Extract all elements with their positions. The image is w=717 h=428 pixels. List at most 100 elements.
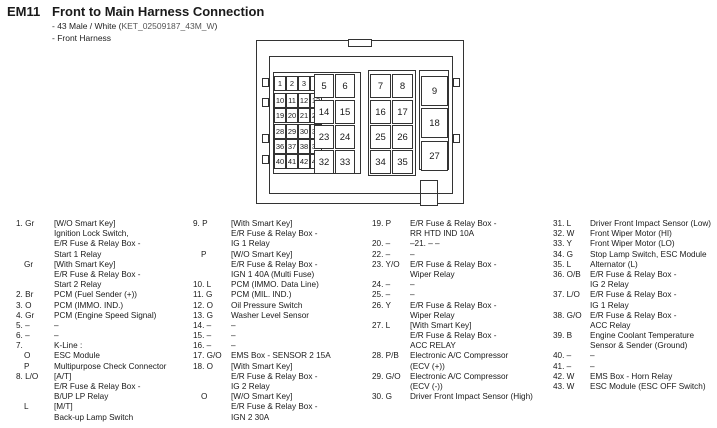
connector-pin-8: 8	[392, 74, 413, 98]
pin-description: Stop Lamp Switch, ESC Module	[590, 249, 707, 259]
pin-description: (ECV (+))	[410, 361, 445, 371]
pin-description: ACC Relay	[590, 320, 631, 330]
pin-number-wire-color: 29. G/O	[372, 371, 401, 381]
pin-description: –	[54, 320, 59, 330]
pin-description: Back-up Lamp Switch	[54, 412, 134, 422]
connector-pin-35: 35	[392, 150, 413, 174]
connector-pin-26: 26	[392, 125, 413, 149]
pin-description: [With Smart Key]	[231, 219, 293, 228]
pin-description: PCM (MIL. IND.)	[231, 290, 292, 300]
pin-description: –	[410, 280, 415, 290]
connector-pin-29: 29	[286, 124, 298, 139]
pin-description: (ECV (-))	[410, 382, 443, 391]
pin-description: Washer Level Sensor	[231, 310, 309, 320]
pin-description: E/R Fuse & Relay Box -	[590, 310, 677, 320]
pin-number-wire-color: O	[24, 351, 31, 361]
pin-description: IG 1 Relay	[590, 300, 629, 310]
harness-name: - Front Harness	[52, 33, 112, 43]
pin-description: PCM (Engine Speed Signal)	[54, 310, 157, 320]
pin-number-wire-color: 14. –	[193, 320, 212, 330]
connector-pin-37: 37	[286, 139, 298, 154]
pin-description: [With Smart Key]	[54, 259, 116, 269]
pin-number-wire-color: 6. –	[16, 331, 30, 341]
pin-number-wire-color: 35. L	[553, 259, 572, 269]
pin-number-wire-color: 2. Br	[16, 290, 34, 300]
pin-description: –	[231, 320, 236, 330]
connector-pin-14: 14	[314, 100, 334, 124]
pin-description: E/R Fuse & Relay Box -	[410, 331, 497, 341]
pin-number-wire-color: 17. G/O	[193, 351, 222, 361]
pin-number-wire-color: 28. P/B	[372, 351, 399, 361]
pin-description: Driver Front Impact Sensor (Low)	[590, 219, 712, 228]
pin-description: –	[231, 331, 236, 341]
pin-number-wire-color: 40. –	[553, 351, 572, 361]
pin-description: –21. – –	[410, 239, 440, 249]
pin-description: RR HTD IND 10A	[410, 229, 475, 239]
pin-description: E/R Fuse & Relay Box -	[590, 269, 677, 279]
connector-key	[453, 134, 460, 143]
pin-description: Oil Pressure Switch	[231, 300, 303, 310]
pin-number-wire-color: 9. P	[193, 219, 208, 228]
connector-pin-19: 19	[274, 108, 286, 123]
connector-pin-42: 42	[298, 154, 310, 169]
connector-key	[262, 78, 269, 87]
pin-description: E/R Fuse & Relay Box -	[231, 259, 318, 269]
pin-group-right	[368, 70, 416, 176]
pin-description: [With Smart Key]	[231, 361, 293, 371]
connector-pin-16: 16	[370, 100, 391, 124]
pin-description: Electronic A/C Compressor	[410, 371, 509, 381]
pin-number-wire-color: 33. Y	[553, 239, 572, 249]
connector-top-latch	[348, 39, 372, 47]
pin-number-wire-color: 37. L/O	[553, 290, 580, 300]
connector-pin-9: 9	[421, 76, 448, 106]
pin-description: Wiper Relay	[410, 269, 455, 279]
pin-number-wire-color: 26. Y	[372, 300, 391, 310]
pin-description: –	[54, 331, 59, 341]
connector-pin-7: 7	[370, 74, 391, 98]
connector-pin-25: 25	[370, 125, 391, 149]
connector-pin-34: 34	[370, 150, 391, 174]
pin-description: [W/O Smart Key]	[231, 249, 293, 259]
pin-description: –	[231, 341, 236, 351]
connector-key	[262, 134, 269, 143]
connector-pin-1: 1	[274, 76, 286, 91]
pin-number-wire-color: 20. –	[372, 239, 391, 249]
pin-description: –	[410, 249, 415, 259]
pin-number-wire-color: 42. W	[553, 371, 575, 381]
pin-number-wire-color: 27. L	[372, 320, 391, 330]
pin-number-wire-color: 16. –	[193, 341, 212, 351]
pin-description: ESC Module	[54, 351, 100, 361]
connector-pin-10: 10	[274, 93, 286, 108]
pin-description: E/R Fuse & Relay Box -	[410, 259, 497, 269]
pin-description: E/R Fuse & Relay Box -	[410, 219, 497, 228]
pin-number-wire-color: 7.	[16, 341, 23, 351]
pin-number-wire-color: O	[201, 392, 208, 402]
connector-pin-23: 23	[314, 125, 334, 149]
pin-number-wire-color: 36. O/B	[553, 269, 581, 279]
connector-pin-36: 36	[274, 139, 286, 154]
pin-number-wire-color: 5. –	[16, 320, 30, 330]
connector-key	[262, 155, 269, 164]
connector-code: EM11	[7, 4, 41, 19]
connector-pin-28: 28	[274, 124, 286, 139]
pin-description: E/R Fuse & Relay Box -	[231, 402, 318, 412]
connector-face	[269, 56, 453, 194]
pin-description: Ignition Lock Switch,	[54, 229, 129, 239]
pin-description: Start 2 Relay	[54, 280, 102, 290]
pin-number-wire-color: 10. L	[193, 280, 212, 290]
connector-pin-30: 30	[298, 124, 310, 139]
pin-number-wire-color: 32. W	[553, 229, 575, 239]
connector-pin-32: 32	[314, 150, 334, 174]
connector-spec: - 43 Male / White (KET_02509187_43M_W)	[52, 21, 218, 31]
pin-description: IG 2 Relay	[231, 382, 270, 391]
connector-pin-11: 11	[286, 93, 298, 108]
connector-diagram: 1234101112131920212228293031363738394041…	[256, 39, 464, 206]
pin-number-wire-color: 30. G	[372, 392, 393, 402]
connector-pin-18: 18	[421, 108, 448, 138]
pin-number-wire-color: 12. O	[193, 300, 214, 310]
pin-description: PCM (Fuel Sender (+))	[54, 290, 138, 300]
pin-number-wire-color: 39. B	[553, 331, 573, 341]
pin-number-wire-color: 23. Y/O	[372, 259, 400, 269]
pin-number-wire-color: 4. Gr	[16, 310, 35, 320]
pin-number-wire-color: 25. –	[372, 290, 391, 300]
